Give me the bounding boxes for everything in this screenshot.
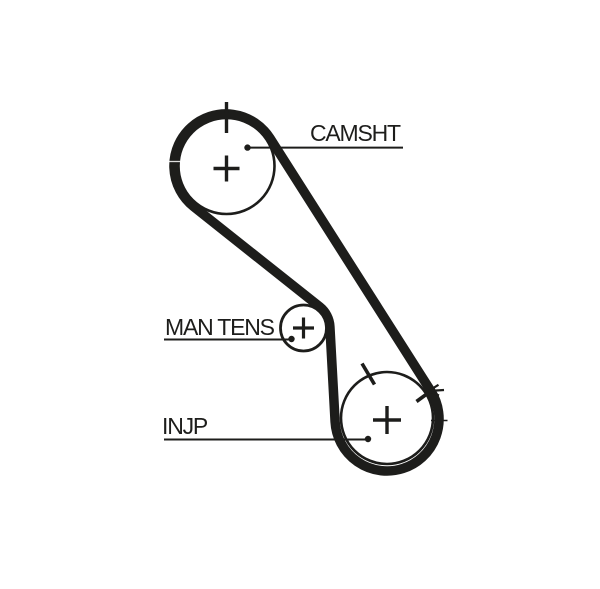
injp-upper-left-timing-tick xyxy=(360,362,377,386)
label-injection-pump: INJP xyxy=(162,413,208,439)
tensioner-leader-dot xyxy=(288,335,295,343)
injp-leader-dot xyxy=(364,435,372,443)
tensioner-center-cross-icon xyxy=(293,317,314,339)
label-camshaft: CAMSHT xyxy=(310,120,401,146)
label-manual-tensioner: MAN TENS xyxy=(165,314,275,340)
injection-pump-pulley-circle xyxy=(339,370,435,466)
injp-upper-right-timing-tick xyxy=(415,390,431,403)
timing-belt-path xyxy=(169,109,444,476)
injp-center-cross-icon xyxy=(373,406,401,434)
belt-direction-arrow-icon xyxy=(427,383,445,397)
camshaft-center-cross-icon xyxy=(213,155,240,182)
camshaft-leader-dot xyxy=(244,144,251,151)
